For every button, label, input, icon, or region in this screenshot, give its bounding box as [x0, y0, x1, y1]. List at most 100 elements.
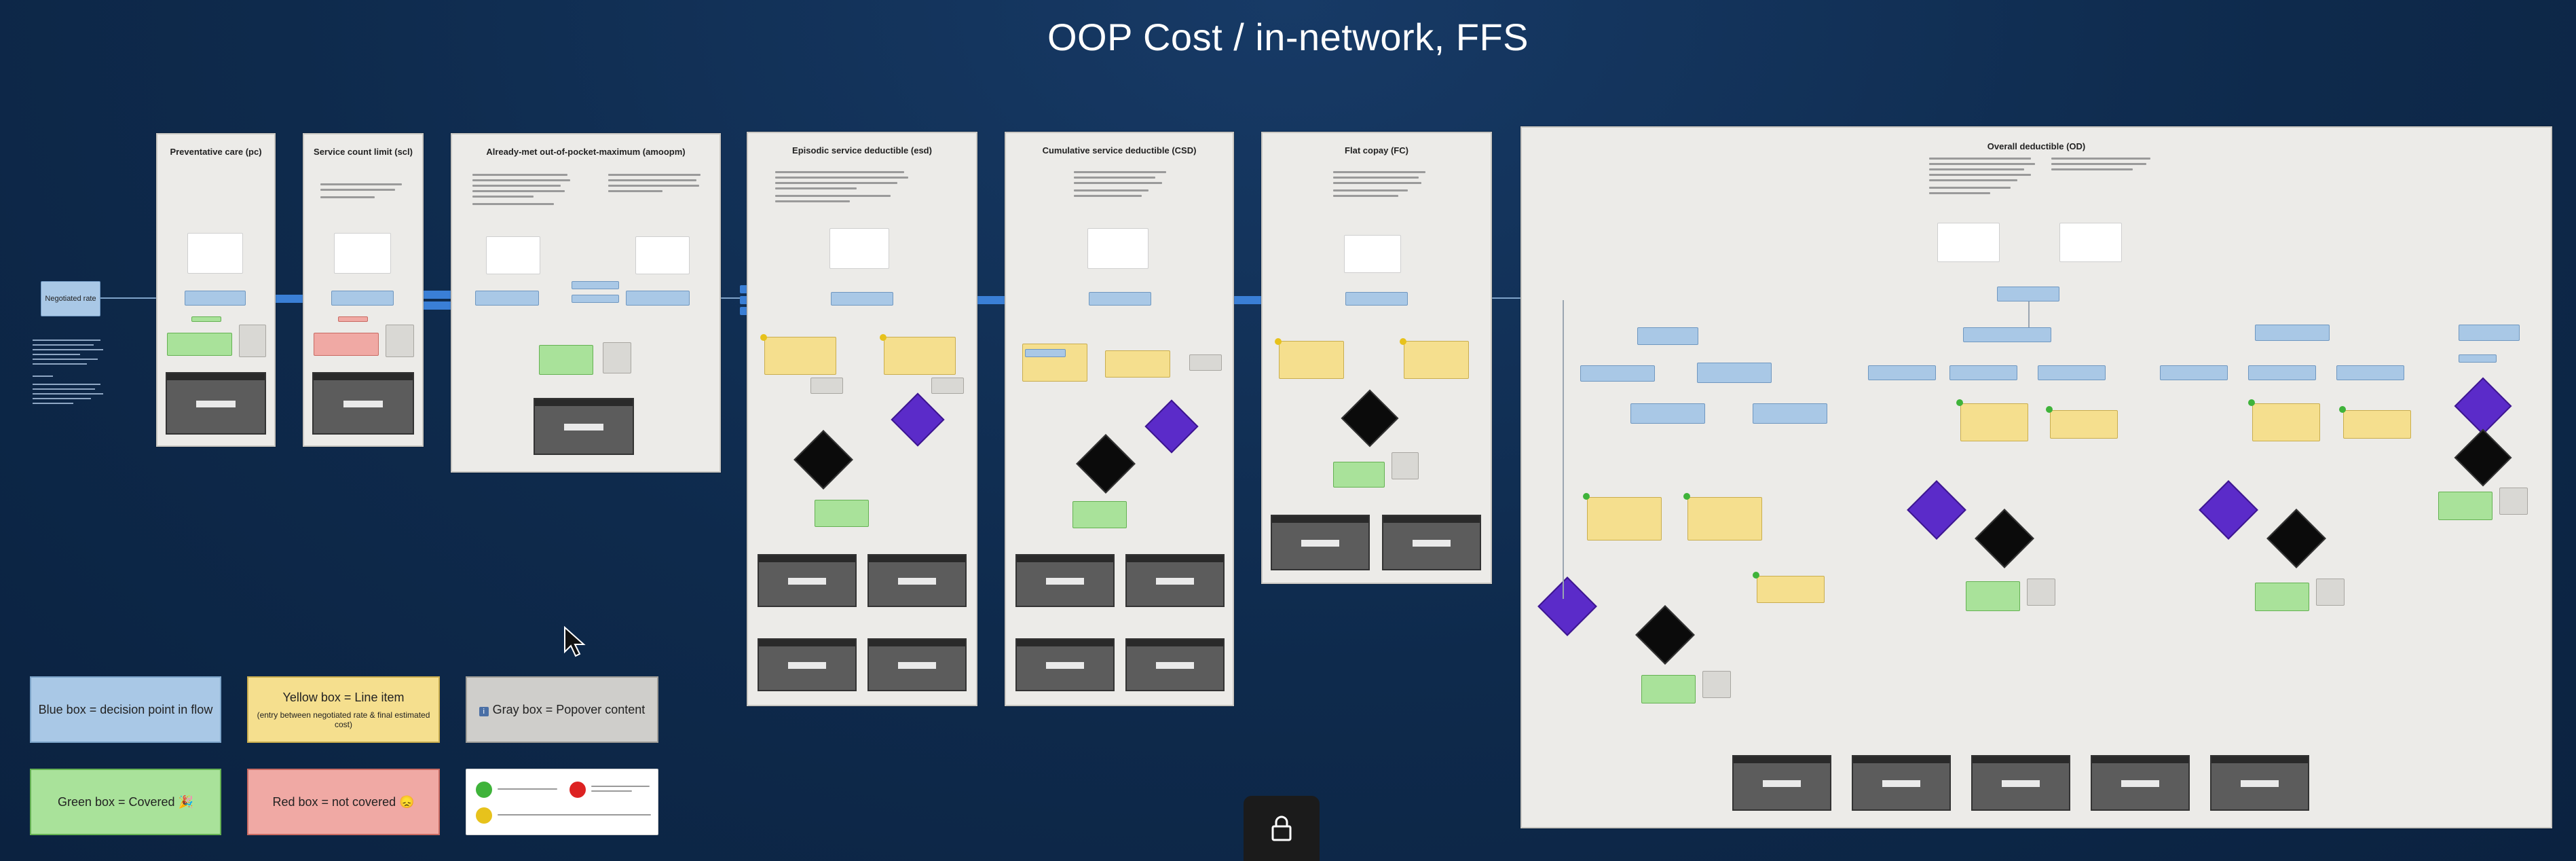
decision-od-l1[interactable]	[1580, 365, 1655, 382]
connector-1	[270, 295, 304, 303]
panel-episodic-service-deductible[interactable]: Episodic service deductible (esd)	[747, 132, 977, 706]
page-title: OOP Cost / in-network, FFS	[1047, 16, 1529, 58]
result-diamond-csd[interactable]	[1076, 434, 1136, 494]
screenshot-amoopm	[534, 398, 634, 455]
decision-amoopm-2[interactable]	[572, 281, 619, 289]
line-item-od-4[interactable]	[2050, 410, 2118, 439]
line-item-od-7[interactable]	[1757, 576, 1825, 603]
decision-fc[interactable]	[1345, 292, 1408, 306]
covered-od-4[interactable]	[2438, 492, 2493, 520]
decision-esd[interactable]	[831, 292, 893, 306]
panel-title-scl: Service count limit (scl)	[314, 147, 413, 157]
popover-note-scl	[386, 325, 414, 357]
decision-csd[interactable]	[1089, 292, 1151, 306]
negotiated-rate-node[interactable]: Negotiated rate	[41, 281, 100, 316]
popover-note-esd-2	[931, 378, 964, 394]
check-diamond-od-1[interactable]	[1537, 576, 1597, 636]
screenshot-od-1	[1732, 755, 1831, 811]
line-item-fc-2[interactable]	[1404, 341, 1469, 379]
decision-od-r2[interactable]	[2248, 365, 2316, 380]
panel-already-met-oop-max[interactable]: Already-met out-of-pocket-maximum (amoop…	[451, 133, 721, 473]
panel-overall-deductible[interactable]: Overall deductible (OD)	[1520, 126, 2552, 828]
decision-od-r1[interactable]	[2160, 365, 2228, 380]
covered-fc[interactable]	[1333, 462, 1385, 488]
screenshot-fc-2	[1382, 515, 1481, 570]
decision-od-far[interactable]	[2459, 354, 2497, 363]
screenshot-csd-4	[1125, 638, 1225, 691]
line-item-esd-1[interactable]	[764, 337, 836, 375]
not-covered-scl[interactable]	[314, 333, 379, 356]
screenshot-csd-2	[1125, 554, 1225, 607]
connector-7	[972, 296, 1010, 304]
decision-csd-2[interactable]	[1025, 349, 1066, 357]
screenshot-esd-3	[758, 638, 857, 691]
covered-pc-label	[191, 316, 221, 322]
decision-od-m1[interactable]	[1868, 365, 1936, 380]
decision-od-l3[interactable]	[1630, 403, 1705, 424]
decision-od-root[interactable]	[1997, 287, 2059, 301]
decision-amoopm-1[interactable]	[475, 291, 539, 306]
line-item-od-5[interactable]	[2252, 403, 2320, 441]
legend-status-dots	[466, 769, 658, 835]
decision-od-l2[interactable]	[1697, 363, 1772, 383]
popover-fc	[1344, 235, 1401, 273]
popover-od-1	[1937, 223, 2000, 262]
covered-esd[interactable]	[815, 500, 869, 527]
check-diamond-od-2[interactable]	[1907, 480, 1966, 540]
decision-od-mid[interactable]	[1963, 327, 2051, 342]
decision-scl[interactable]	[331, 291, 394, 306]
panel-preventative-care[interactable]: Preventative care (pc)	[156, 133, 276, 447]
not-covered-scl-label	[338, 316, 368, 322]
legend-red: Red box = not covered 😞	[247, 769, 440, 835]
popover-scl	[334, 233, 391, 274]
decision-od-right1[interactable]	[2255, 325, 2330, 341]
decision-amoopm-4[interactable]	[626, 291, 690, 306]
line-item-esd-2[interactable]	[884, 337, 956, 375]
line-item-od-6[interactable]	[2343, 410, 2411, 439]
legend-green: Green box = Covered 🎉	[30, 769, 221, 835]
line-item-fc-1[interactable]	[1279, 341, 1344, 379]
result-diamond-fc[interactable]	[1341, 389, 1399, 447]
decision-od-m3[interactable]	[2038, 365, 2106, 380]
covered-csd[interactable]	[1072, 501, 1127, 528]
result-diamond-esd[interactable]	[794, 430, 853, 490]
line-item-od-1[interactable]	[1587, 497, 1662, 541]
legend-yellow: Yellow box = Line item (entry between ne…	[247, 676, 440, 743]
result-diamond-od-2[interactable]	[1975, 509, 2034, 568]
decision-od-l4[interactable]	[1753, 403, 1827, 424]
popover-note-csd-1	[1189, 354, 1222, 371]
panel-flat-copay[interactable]: Flat copay (FC)	[1261, 132, 1492, 584]
line-item-csd-2[interactable]	[1105, 350, 1170, 378]
result-diamond-od-3[interactable]	[2266, 509, 2326, 568]
decision-amoopm-3[interactable]	[572, 295, 619, 303]
screenshot-od-5	[2210, 755, 2309, 811]
panel-service-count-limit[interactable]: Service count limit (scl)	[303, 133, 424, 447]
line-item-od-2[interactable]	[1687, 497, 1762, 541]
panel-title-csd: Cumulative service deductible (CSD)	[1042, 145, 1197, 155]
decision-od-left[interactable]	[1637, 327, 1698, 345]
decision-od-right2[interactable]	[2459, 325, 2520, 341]
lock-button[interactable]	[1244, 796, 1320, 861]
covered-od-2[interactable]	[1966, 581, 2020, 611]
check-diamond-esd[interactable]	[891, 392, 945, 447]
result-diamond-od-4[interactable]	[2454, 428, 2512, 487]
decision-od-m2[interactable]	[1949, 365, 2017, 380]
decision-pc[interactable]	[185, 291, 246, 306]
decision-od-r3[interactable]	[2336, 365, 2404, 380]
not-covered-legend-row: Red box = not covered 😞	[272, 794, 415, 809]
check-diamond-csd[interactable]	[1144, 399, 1199, 454]
covered-od-1[interactable]	[1641, 675, 1696, 703]
result-diamond-od-1[interactable]	[1635, 605, 1695, 665]
covered-pc[interactable]	[167, 333, 232, 356]
covered-od-3[interactable]	[2255, 583, 2309, 611]
covered-amoopm[interactable]	[539, 345, 593, 375]
sad-icon: 😞	[399, 794, 415, 809]
panel-cumulative-service-deductible[interactable]: Cumulative service deductible (CSD)	[1005, 132, 1234, 706]
check-diamond-od-4[interactable]	[2454, 377, 2512, 435]
check-diamond-od-3[interactable]	[2199, 480, 2258, 540]
line-item-od-3[interactable]	[1960, 403, 2028, 441]
screenshot-esd-1	[758, 554, 857, 607]
screenshot-esd-2	[867, 554, 967, 607]
covered-legend-row: Green box = Covered 🎉	[57, 794, 194, 809]
